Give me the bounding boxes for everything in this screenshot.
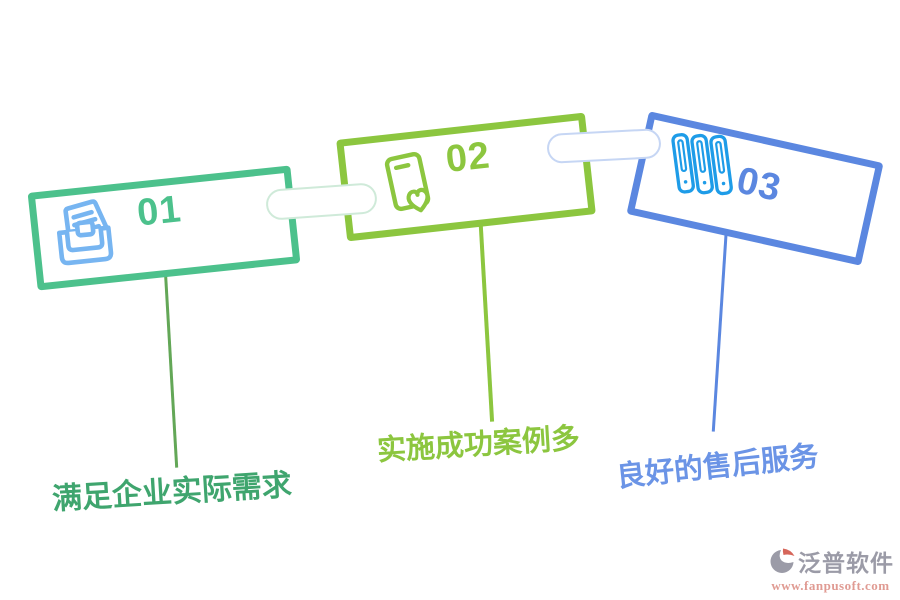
fanpu-logo-icon [767, 546, 797, 576]
step2-box: 02 [336, 112, 596, 242]
phone-heart-icon [373, 144, 447, 223]
connector-line-step2 [478, 211, 495, 422]
step3-number: 03 [732, 159, 786, 211]
step3-caption: 良好的售后服务 [614, 440, 821, 494]
step2-number: 02 [443, 134, 493, 181]
step2-caption: 实施成功案例多 [376, 422, 581, 468]
step1-caption: 满足企业实际需求 [51, 468, 293, 517]
watermark-url: www.fanpusoft.com [771, 578, 890, 593]
inbox-archive-icon [43, 191, 125, 276]
step3-box: 03 [626, 111, 884, 266]
connector-pill-2 [546, 128, 662, 164]
connector-line-step1 [163, 255, 179, 468]
books-icon [665, 119, 741, 211]
connector-line-step3 [711, 226, 728, 432]
step1-box: 01 [27, 165, 301, 291]
watermark-brand: 泛普软件 [798, 550, 894, 576]
watermark: 泛普软件 www.fanpusoft.com [767, 544, 894, 594]
step1-number: 01 [135, 188, 184, 235]
